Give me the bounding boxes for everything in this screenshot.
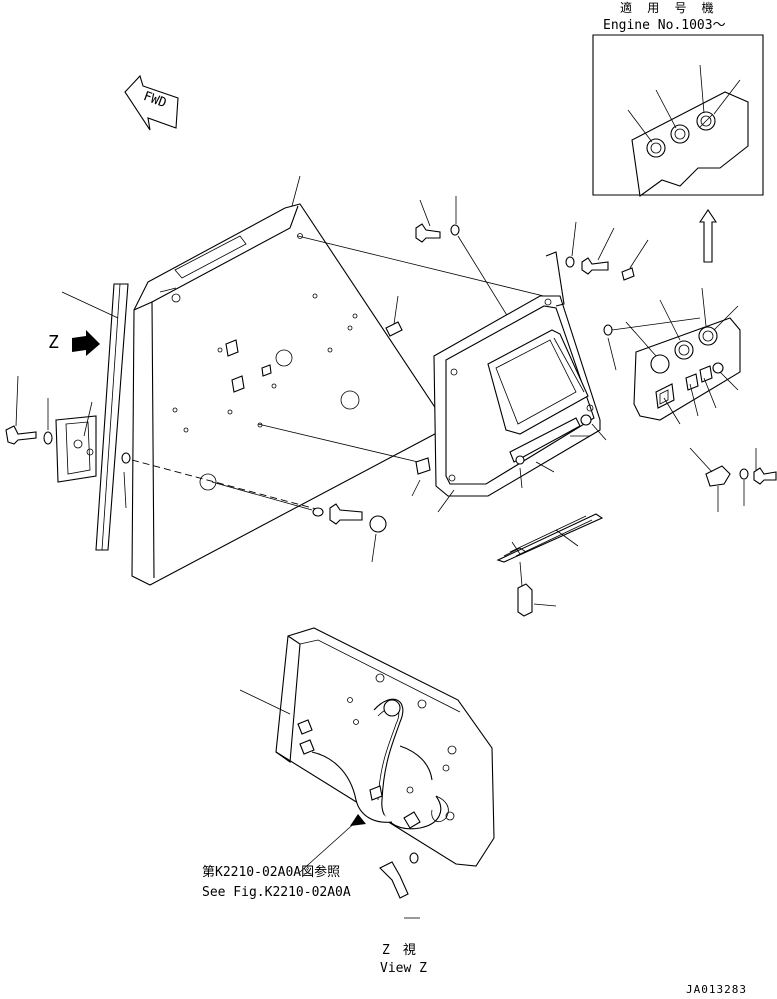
under-cover-plate	[498, 514, 602, 616]
upgrade-arrow-icon	[700, 210, 716, 262]
reference-note-jp: 第K2210-02A0A図参照	[202, 865, 341, 880]
view-caption-en: View Z	[380, 961, 427, 976]
view-z-detail	[240, 628, 494, 898]
housing-hardware	[546, 222, 700, 370]
applicability-title: 適 用 号 機	[620, 1, 718, 15]
inset-knob-3	[697, 112, 715, 130]
switch-bracket-hardware	[690, 448, 776, 512]
inset-knob-1	[647, 139, 665, 157]
switch-panel	[626, 288, 740, 424]
fwd-arrow-icon	[125, 76, 178, 130]
reference-note-en: See Fig.K2210-02A0A	[202, 885, 351, 900]
applicability-inset	[593, 35, 763, 196]
rear-cover-panel	[132, 176, 448, 585]
inset-knob-2	[671, 125, 689, 143]
view-direction-label: Z	[48, 332, 59, 353]
left-bracket-assembly	[6, 376, 320, 510]
view-caption-jp: Z 視	[382, 943, 416, 958]
drawing-number: JA013283	[686, 983, 747, 996]
mounting-hardware	[212, 196, 560, 562]
view-direction-arrow-icon	[72, 330, 100, 356]
engine-number-range: Engine No.1003～	[603, 18, 726, 33]
monitor-housing	[434, 296, 606, 512]
seal-strip	[62, 284, 128, 550]
